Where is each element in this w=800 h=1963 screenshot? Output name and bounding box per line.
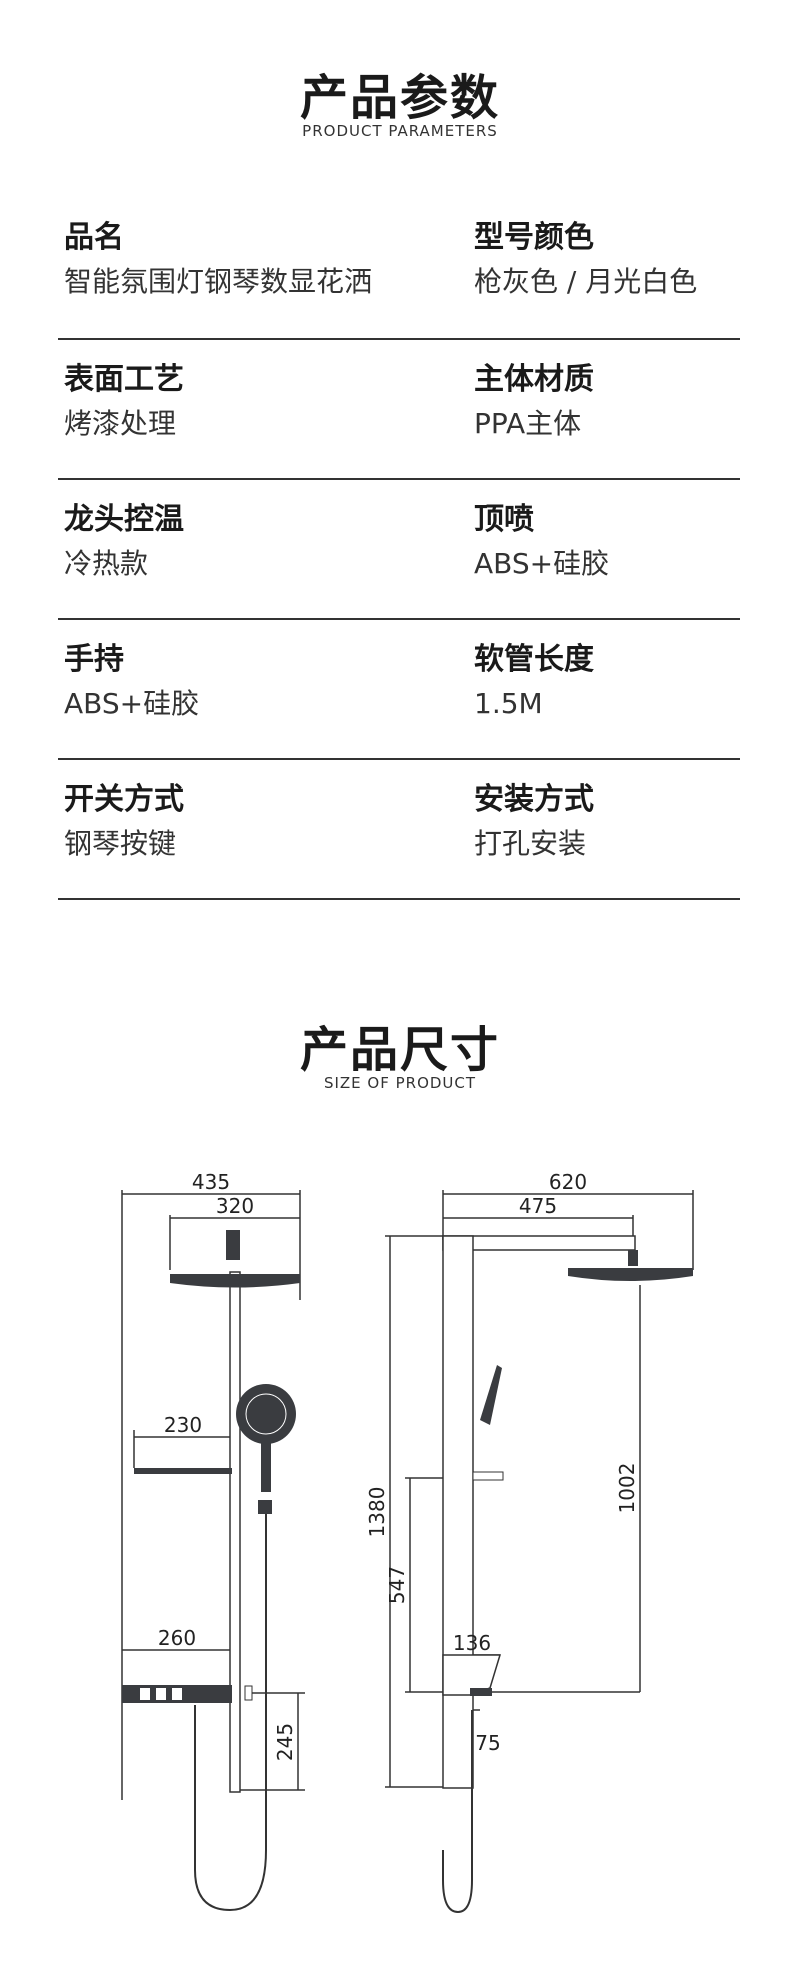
dim-label-1380: 1380	[365, 1487, 389, 1538]
param-cell: 龙头控温 冷热款	[64, 480, 184, 582]
head-connector	[226, 1230, 240, 1260]
param-cell: 主体材质 PPA主体	[474, 340, 594, 442]
param-value: 1.5M	[474, 687, 543, 720]
param-cell: 型号颜色 枪灰色 / 月光白色	[474, 200, 697, 300]
size-title: 产品尺寸	[299, 1022, 500, 1078]
dim-label-435: 435	[192, 1170, 230, 1194]
param-label: 品名	[64, 220, 124, 255]
riser-pole	[229, 1271, 241, 1793]
param-value: 枪灰色 / 月光白色	[474, 265, 698, 298]
overhead-shower-head	[170, 1274, 300, 1288]
piano-key	[156, 1688, 166, 1700]
dim-label-620: 620	[549, 1170, 587, 1194]
param-label: 软管长度	[474, 642, 594, 677]
mixer-outlet	[470, 1688, 492, 1696]
dim-label-1002: 1002	[615, 1463, 639, 1514]
dim-label-136: 136	[453, 1631, 491, 1655]
hand-shower-side	[480, 1365, 502, 1425]
param-cell: 手持 ABS+硅胶	[64, 620, 199, 722]
param-cell: 开关方式 钢琴按键	[64, 760, 184, 862]
param-value: 钢琴按键	[64, 827, 177, 860]
param-cell: 顶喷 ABS+硅胶	[474, 480, 609, 582]
param-cell: 品名 智能氛围灯钢琴数显花洒	[64, 200, 372, 300]
side-labels: 620 475 1380 547 1002 136 75	[365, 1170, 639, 1755]
param-label: 安装方式	[474, 782, 594, 817]
param-value: 打孔安装	[474, 827, 587, 860]
overhead-shower-head-side	[568, 1268, 693, 1281]
piano-key	[172, 1688, 182, 1700]
shower-hose	[194, 1514, 267, 1912]
hand-shower-holder	[258, 1500, 272, 1514]
param-label: 手持	[64, 642, 124, 677]
param-label: 表面工艺	[64, 362, 184, 397]
shelf-side	[472, 1471, 504, 1481]
param-cell: 安装方式 打孔安装	[474, 760, 594, 862]
param-value: 智能氛围灯钢琴数显花洒	[64, 265, 373, 298]
dim-label-75: 75	[475, 1731, 500, 1755]
parameters-table: 品名 智能氛围灯钢琴数显花洒 型号颜色 枪灰色 / 月光白色 表面工艺 烤漆处理…	[58, 200, 740, 900]
param-label: 顶喷	[474, 502, 534, 537]
param-value: ABS+硅胶	[64, 687, 200, 720]
parameters-title: 产品参数	[299, 70, 500, 126]
param-row: 龙头控温 冷热款 顶喷 ABS+硅胶	[58, 480, 740, 620]
param-label: 开关方式	[64, 782, 184, 817]
side-product	[442, 1235, 693, 1914]
param-row: 开关方式 钢琴按键 安装方式 打孔安装	[58, 760, 740, 900]
param-row: 表面工艺 烤漆处理 主体材质 PPA主体	[58, 340, 740, 480]
hand-shower-head	[236, 1384, 296, 1444]
shelf	[134, 1468, 232, 1474]
shower-hose-side	[442, 1710, 473, 1914]
dim-label-245: 245	[273, 1723, 297, 1761]
param-label: 主体材质	[474, 362, 594, 397]
front-labels: 435 320 230 260 245	[158, 1170, 297, 1761]
param-row: 品名 智能氛围灯钢琴数显花洒 型号颜色 枪灰色 / 月光白色	[58, 200, 740, 340]
param-cell: 软管长度 1.5M	[474, 620, 594, 722]
hand-shower-face	[245, 1393, 287, 1435]
size-subtitle: SIZE OF PRODUCT	[323, 1074, 477, 1092]
hand-shower-handle	[261, 1440, 271, 1492]
head-swivel	[628, 1250, 638, 1266]
param-cell: 表面工艺 烤漆处理	[64, 340, 184, 442]
parameters-subtitle: PRODUCT PARAMETERS	[302, 122, 498, 140]
param-value: 烤漆处理	[64, 407, 177, 440]
dim-label-320: 320	[216, 1194, 254, 1218]
riser-pole-side	[442, 1235, 474, 1789]
param-label: 型号颜色	[474, 220, 594, 255]
dim-label-260: 260	[158, 1626, 196, 1650]
dimension-drawing: 435 320 230 260 245 620 475 1380	[121, 1170, 694, 1914]
dim-label-230: 230	[164, 1413, 202, 1437]
param-value: PPA主体	[474, 407, 582, 440]
dim-label-547: 547	[385, 1566, 409, 1604]
piano-key	[140, 1688, 150, 1700]
param-value: ABS+硅胶	[474, 547, 610, 580]
param-label: 龙头控温	[64, 502, 184, 537]
dim-label-475: 475	[519, 1194, 557, 1218]
param-row: 手持 ABS+硅胶 软管长度 1.5M	[58, 620, 740, 760]
diverter-knob	[244, 1685, 253, 1701]
param-value: 冷热款	[64, 547, 149, 580]
front-product	[122, 1230, 300, 1912]
